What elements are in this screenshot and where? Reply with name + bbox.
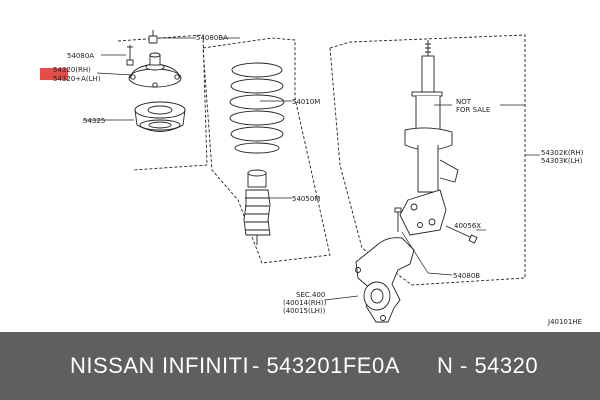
label-54320-lh: 54320+A(LH) <box>53 75 101 83</box>
label-40056x: 40056X <box>454 222 481 230</box>
label-54302k-rh: 54302K(RH) <box>541 149 584 157</box>
part-number: - 543201FE0A <box>252 353 400 378</box>
bump-boot-54050m <box>243 169 271 245</box>
strut-54302k <box>399 40 459 236</box>
bolt-54080b <box>394 207 402 232</box>
dashed-box-strut <box>329 34 526 286</box>
label-40015-lh: (40015(LH)) <box>283 307 326 315</box>
label-sec400: SEC.400 <box>296 291 325 299</box>
diagram-svg: 54080A 54320(RH) 54320+A(LH) 54325 54080… <box>40 30 584 326</box>
label-for-sale: FOR SALE <box>456 106 490 114</box>
label-54320-rh: 54320(RH) <box>53 66 91 74</box>
label-not: NOT <box>456 98 472 106</box>
coil-spring-54010m <box>229 62 285 154</box>
part-banner: NISSAN INFINITI - 543201FE0A N - 54320 <box>0 332 600 400</box>
label-54325: 54325 <box>83 117 105 125</box>
parts-diagram: 54080A 54320(RH) 54320+A(LH) 54325 54080… <box>40 30 584 326</box>
label-54080ba: 54080BA <box>196 34 228 42</box>
leader-lines <box>83 37 540 301</box>
brand-infiniti: INFINITI <box>162 353 250 378</box>
label-54080a: 54080A <box>67 52 94 60</box>
figure-id: J40101HE <box>547 318 582 326</box>
label-54080b: 54080B <box>453 272 480 280</box>
bearing-54325 <box>134 101 186 132</box>
label-54303k-lh: 54303K(LH) <box>541 157 583 165</box>
label-54050m: 54050M <box>292 195 320 203</box>
label-40014-rh: (40014(RH)) <box>283 299 327 307</box>
nut-54080ba <box>148 30 158 44</box>
reference-number: N - 54320 <box>437 353 539 378</box>
steering-knuckle-sec400 <box>355 237 415 323</box>
bolt-54080a <box>126 45 134 66</box>
brand-nissan: NISSAN <box>70 353 155 378</box>
bolt-40056x <box>445 225 478 244</box>
dashed-box-spring <box>202 37 331 264</box>
strut-mount-54320 <box>128 52 182 88</box>
highlight-54320 <box>40 68 68 80</box>
label-54010m: 54010M <box>292 98 320 106</box>
